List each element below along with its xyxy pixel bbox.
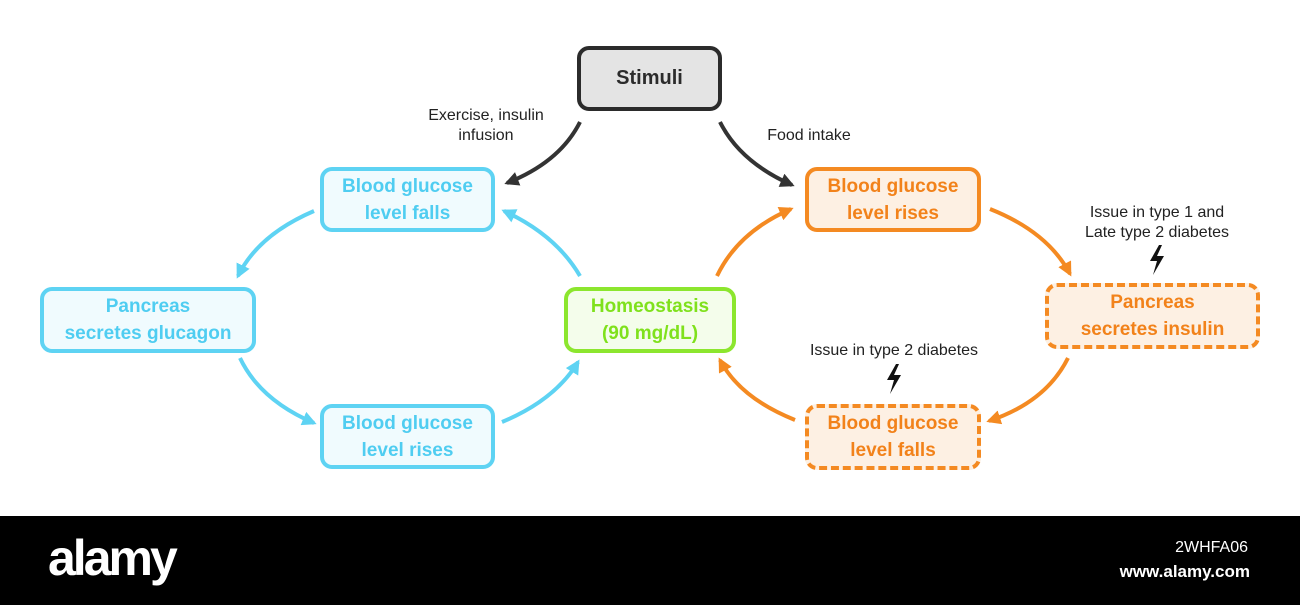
site-url-text: www.alamy.com xyxy=(1119,562,1250,581)
left-blood-glucose-rises-node: Blood glucose level rises xyxy=(320,404,495,469)
arrow-stimuli-to-falls xyxy=(504,121,582,186)
alamy-logo: alamy xyxy=(48,530,178,586)
issue-type2-label: Issue in type 2 diabetes xyxy=(809,342,979,359)
arrow-rises-to-insulin xyxy=(989,207,1072,277)
left-blood-glucose-falls-node: Blood glucose level falls xyxy=(320,167,495,232)
glucose-homeostasis-diagram: Stimuli Blood glucose level falls Pancre… xyxy=(40,46,1260,470)
lightning-bolt-icon xyxy=(1150,245,1164,275)
issue-type1-late-type2-label: Issue in type 1 and Late type 2 diabetes xyxy=(1084,204,1230,241)
right-blood-glucose-rises-node: Blood glucose level rises xyxy=(805,167,981,232)
image-id-text: 2WHFA06 xyxy=(1175,539,1248,556)
arrow-stimuli-to-rises xyxy=(718,121,795,187)
exercise-insulin-infusion-label: Exercise, insulin infusion xyxy=(428,107,544,144)
pancreas-insulin-node: Pancreas secretes insulin xyxy=(1045,283,1260,349)
arrow-falls-to-homeostasis xyxy=(718,357,796,422)
arrow-glucagon-to-rises xyxy=(238,357,317,426)
pancreas-glucagon-node: Pancreas secretes glucagon xyxy=(40,287,256,353)
arrow-rises-to-homeostasis xyxy=(501,359,580,424)
arrow-insulin-to-falls xyxy=(986,357,1070,425)
stimuli-node: Stimuli xyxy=(577,46,722,111)
arrow-falls-to-glucagon xyxy=(236,209,315,279)
connector-arrows xyxy=(236,121,1072,426)
arrow-homeostasis-to-rises xyxy=(715,206,794,277)
lightning-bolt-icon xyxy=(887,364,901,394)
food-intake-label: Food intake xyxy=(767,127,851,144)
arrow-homeostasis-to-falls xyxy=(501,209,582,278)
right-blood-glucose-falls-node: Blood glucose level falls xyxy=(805,404,981,470)
watermark-bar: alamy 2WHFA06 www.alamy.com xyxy=(0,516,1300,605)
homeostasis-node: Homeostasis (90 mg/dL) xyxy=(564,287,736,353)
